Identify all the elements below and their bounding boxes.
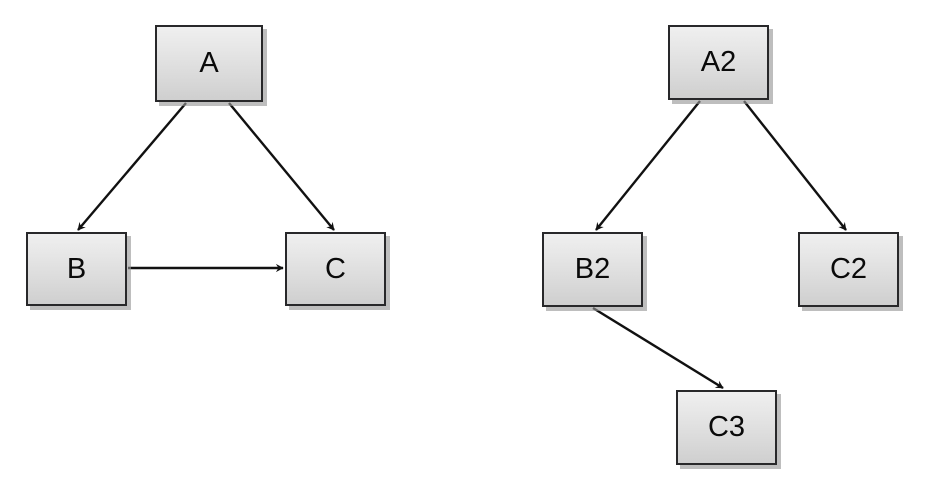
node-c[interactable]: C — [285, 232, 386, 306]
edge-a2-to-b2 — [595, 100, 701, 231]
edge-a-to-c — [228, 102, 335, 231]
node-b[interactable]: B — [26, 232, 127, 306]
node-label-a2: A2 — [700, 46, 737, 78]
node-label-c2: C2 — [829, 253, 868, 285]
node-label-b: B — [66, 252, 87, 285]
edge-b2-to-c3 — [592, 306, 724, 390]
node-label-a: A — [199, 47, 219, 79]
node-label-b2: B2 — [574, 253, 611, 285]
edge-a2-to-c2 — [743, 100, 847, 231]
edge-a-to-b — [77, 102, 187, 231]
node-b2[interactable]: B2 — [542, 232, 643, 307]
node-a[interactable]: A — [155, 25, 263, 102]
node-label-c: C — [325, 252, 346, 285]
node-c2[interactable]: C2 — [798, 232, 899, 307]
node-c3[interactable]: C3 — [676, 390, 777, 465]
node-label-c3: C3 — [707, 411, 746, 443]
node-a2[interactable]: A2 — [668, 25, 769, 100]
edges-group — [77, 100, 847, 390]
